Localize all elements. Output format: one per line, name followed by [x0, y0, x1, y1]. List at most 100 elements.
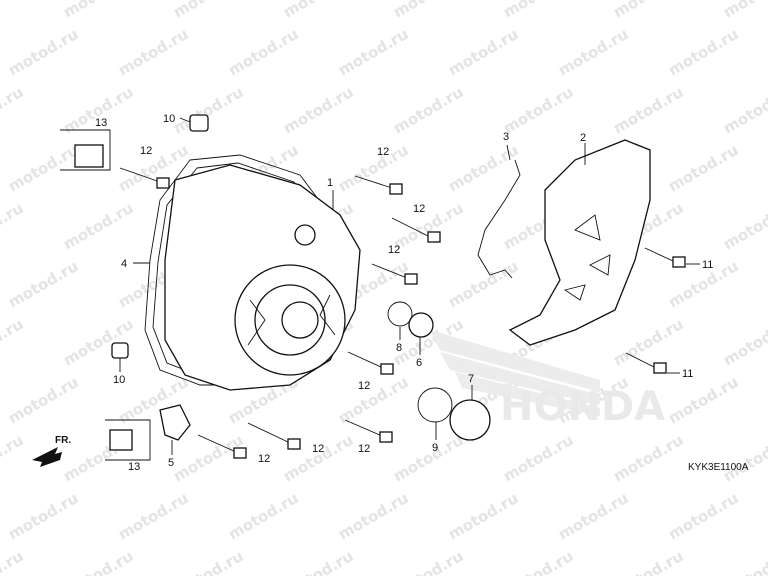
watermark-text: motod.ru [610, 0, 686, 21]
watermark-text: motod.ru [445, 25, 521, 80]
dowel-pin-lower [111, 342, 129, 359]
watermark-text: motod.ru [665, 141, 741, 196]
watermark-text: motod.ru [0, 315, 27, 370]
watermark-text: motod.ru [280, 547, 356, 576]
callout-10-upper: 10 [163, 113, 175, 125]
callout-8: 8 [396, 342, 402, 354]
watermark-text: motod.ru [445, 257, 521, 312]
watermark-text: motod.ru [390, 199, 466, 254]
watermark-text: motod.ru [555, 489, 631, 544]
callout-12-e: 12 [358, 380, 370, 392]
watermark-text: motod.ru [60, 199, 136, 254]
watermark-text: motod.ru [115, 489, 191, 544]
bolt-12b [354, 175, 403, 195]
callout-11-lower: 11 [682, 368, 693, 380]
callout-5: 5 [168, 457, 174, 469]
diagram-code: KYK3E1100A [688, 462, 749, 473]
watermark-text: motod.ru [280, 83, 356, 138]
bolt-12a [119, 167, 170, 189]
watermark-text: motod.ru [0, 199, 27, 254]
watermark-text: motod.ru [665, 489, 741, 544]
bolt-11a [644, 247, 686, 268]
callout-7: 7 [468, 373, 474, 385]
callout-12-h: 12 [258, 453, 270, 465]
watermark-text: motod.ru [720, 0, 768, 21]
callout-12-f: 12 [358, 443, 370, 455]
hole-cap [408, 312, 434, 338]
honda-wing-logo: HONDA [430, 330, 665, 430]
clip-upper [74, 144, 104, 168]
watermark-text: motod.ru [390, 547, 466, 576]
o-ring-large [417, 387, 453, 423]
callout-12-b: 12 [377, 146, 389, 158]
watermark-text: motod.ru [720, 315, 768, 370]
callout-12-a: 12 [140, 145, 152, 157]
watermark-text: motod.ru [610, 547, 686, 576]
watermark-text: motod.ru [280, 0, 356, 21]
watermark-text: motod.ru [5, 257, 81, 312]
callout-4: 4 [121, 258, 127, 270]
watermark-text: motod.ru [610, 83, 686, 138]
watermark-text: motod.ru [610, 431, 686, 486]
watermark-text: motod.ru [390, 83, 466, 138]
crankcase-cover [164, 164, 361, 391]
watermark-text: motod.ru [60, 0, 136, 21]
callout-2: 2 [580, 132, 586, 144]
watermark-text: motod.ru [500, 83, 576, 138]
timing-hole-cap [449, 399, 491, 441]
watermark-text: motod.ru [445, 489, 521, 544]
watermark-text: motod.ru [665, 373, 741, 428]
bolt-11b [625, 352, 667, 374]
watermark-text: motod.ru [445, 141, 521, 196]
watermark-text: motod.ru [335, 489, 411, 544]
leader-lines [60, 117, 700, 461]
watermark-text: motod.ru [225, 489, 301, 544]
sprocket-cover [508, 139, 651, 346]
callout-13-upper: 13 [95, 117, 107, 129]
watermark-text: motod.ru [390, 431, 466, 486]
bolt-12c [391, 217, 441, 243]
callout-12-c: 12 [413, 203, 425, 215]
callout-6: 6 [416, 357, 422, 369]
watermark-text: motod.ru [500, 0, 576, 21]
front-label: FR. [55, 435, 71, 446]
watermark-text: motod.ru [0, 547, 27, 576]
watermark-text: motod.ru [170, 0, 246, 21]
watermark-text: motod.ru [335, 373, 411, 428]
bolt-12f [344, 419, 393, 443]
watermark-text: motod.ru [0, 83, 27, 138]
callout-1: 1 [327, 177, 333, 189]
callout-12-g: 12 [312, 443, 324, 455]
callout-3: 3 [503, 131, 509, 143]
watermark-text: motod.ru [500, 431, 576, 486]
watermark-text: motod.ru [720, 199, 768, 254]
watermark-text: motod.ru [0, 431, 27, 486]
o-ring-small [387, 301, 413, 327]
bolt-12g [247, 422, 301, 450]
bolt-12h [197, 434, 247, 459]
watermark-text: motod.ru [225, 25, 301, 80]
watermark-text: motod.ru [390, 0, 466, 21]
watermark-text: motod.ru [5, 373, 81, 428]
callout-10-lower: 10 [113, 374, 125, 386]
callout-13-lower: 13 [128, 461, 140, 473]
watermark-text: motod.ru [335, 25, 411, 80]
watermark-text: motod.ru [5, 489, 81, 544]
watermark-text: motod.ru [60, 315, 136, 370]
wire-guide [477, 159, 521, 279]
watermark-text: motod.ru [720, 431, 768, 486]
bolt-12e [347, 351, 394, 375]
callout-numbers: 1 2 3 4 5 6 7 8 9 10 10 11 11 12 12 12 1… [95, 113, 713, 473]
watermark-text: motod.ru [170, 547, 246, 576]
watermark-text: motod.ru [720, 547, 768, 576]
watermark-text: motod.ru [60, 83, 136, 138]
callout-12-d: 12 [388, 244, 400, 256]
dowel-pin-upper [189, 114, 209, 132]
honda-wordmark: HONDA [500, 384, 665, 430]
watermark-text: motod.ru [610, 315, 686, 370]
watermark-text: motod.ru [5, 25, 81, 80]
watermark-text: motod.ru [60, 547, 136, 576]
